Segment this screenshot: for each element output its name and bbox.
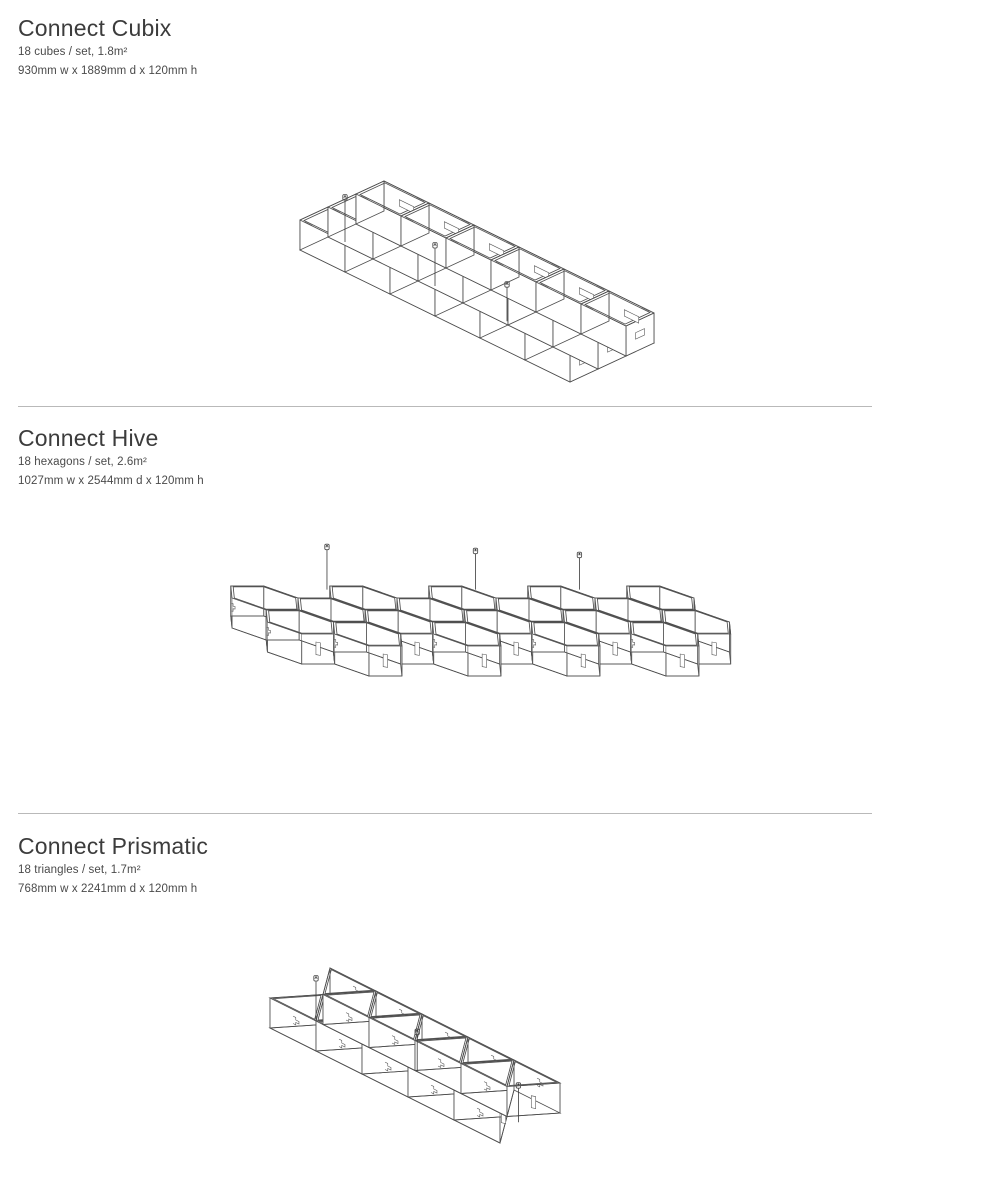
prismatic-assembly xyxy=(268,967,562,1144)
hive-isometric-drawing xyxy=(230,543,732,677)
suspension-rod xyxy=(324,543,330,590)
hexagon-module xyxy=(530,621,601,677)
suspension-rod xyxy=(313,975,319,1021)
suspension-rod xyxy=(515,1082,522,1123)
product-section-hive: Connect Hive 18 hexagons / set, 2.6m² 10… xyxy=(0,420,1000,813)
suspension-rod xyxy=(342,194,348,242)
product-info-prismatic: Connect Prismatic 18 triangles / set, 1.… xyxy=(0,832,208,899)
hive-assembly xyxy=(230,543,732,677)
spec-dimensions: 1027mm w x 2544mm d x 120mm h xyxy=(18,474,204,487)
page-title: Connect Cubix xyxy=(18,15,172,41)
product-illustration-prismatic xyxy=(0,908,1000,1198)
spec-quantity: 18 hexagons / set, 2.6m² xyxy=(18,455,147,468)
cubix-assembly xyxy=(299,180,655,383)
cubix-isometric-drawing xyxy=(299,180,655,383)
suspension-rod xyxy=(576,551,583,590)
spec-dimensions: 768mm w x 2241mm d x 120mm h xyxy=(18,882,198,895)
product-info-hive: Connect Hive 18 hexagons / set, 2.6m² 10… xyxy=(0,424,204,491)
hexagon-module xyxy=(431,621,502,677)
hexagon-module xyxy=(332,621,403,677)
page-title: Connect Hive xyxy=(18,425,159,451)
section-divider xyxy=(18,406,872,407)
product-illustration-cubix xyxy=(0,100,1000,400)
product-section-prismatic: Connect Prismatic 18 triangles / set, 1.… xyxy=(0,828,1000,1181)
triangle-module xyxy=(268,994,324,1052)
spec-quantity: 18 cubes / set, 1.8m² xyxy=(18,45,128,58)
product-section-cubix: Connect Cubix 18 cubes / set, 1.8m² 930m… xyxy=(0,0,1000,406)
suspension-rod xyxy=(504,281,510,322)
product-illustration-hive xyxy=(0,510,1000,810)
page-title: Connect Prismatic xyxy=(18,833,209,859)
spec-dimensions: 930mm w x 1889mm d x 120mm h xyxy=(18,64,198,77)
suspension-rod xyxy=(472,547,479,590)
product-info-cubix: Connect Cubix 18 cubes / set, 1.8m² 930m… xyxy=(0,14,197,81)
hexagon-module xyxy=(629,621,700,677)
suspension-rod xyxy=(432,242,438,286)
suspension-rod xyxy=(414,1028,420,1072)
spec-quantity: 18 triangles / set, 1.7m² xyxy=(18,863,141,876)
section-divider xyxy=(18,813,872,814)
triangle-module xyxy=(506,1059,562,1117)
cube-module xyxy=(580,290,655,357)
prismatic-isometric-drawing xyxy=(268,967,562,1144)
